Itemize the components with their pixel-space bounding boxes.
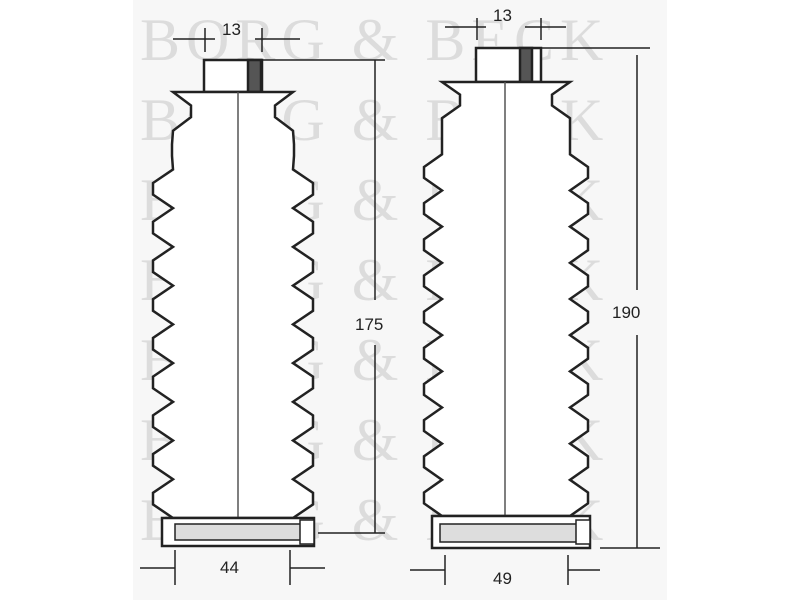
boot-a-neck-width-label: 13	[222, 20, 241, 39]
boot-a-clamp-top	[246, 58, 263, 94]
boot-b-bellows	[422, 80, 590, 518]
boot-b-clamp-top	[518, 46, 534, 84]
boot-b-collar-tab	[575, 519, 591, 545]
boot-a-collar-band	[174, 523, 302, 541]
boot-b-base-width-label: 49	[493, 569, 512, 588]
boot-a-base-width-label: 44	[220, 558, 239, 577]
boot-a-bellows	[151, 90, 315, 520]
boot-b-height-label: 190	[612, 303, 640, 322]
boot-b-drawing	[422, 46, 592, 550]
boot-a-collar-tab	[299, 519, 315, 545]
boot-b-neck-width-label: 13	[493, 6, 512, 25]
boot-a-drawing	[151, 58, 316, 548]
boot-b-collar-band	[439, 523, 579, 543]
boot-a-height-label: 175	[355, 315, 383, 334]
boot-a-dimensions	[140, 28, 385, 585]
boot-b-dimensions	[410, 18, 660, 585]
